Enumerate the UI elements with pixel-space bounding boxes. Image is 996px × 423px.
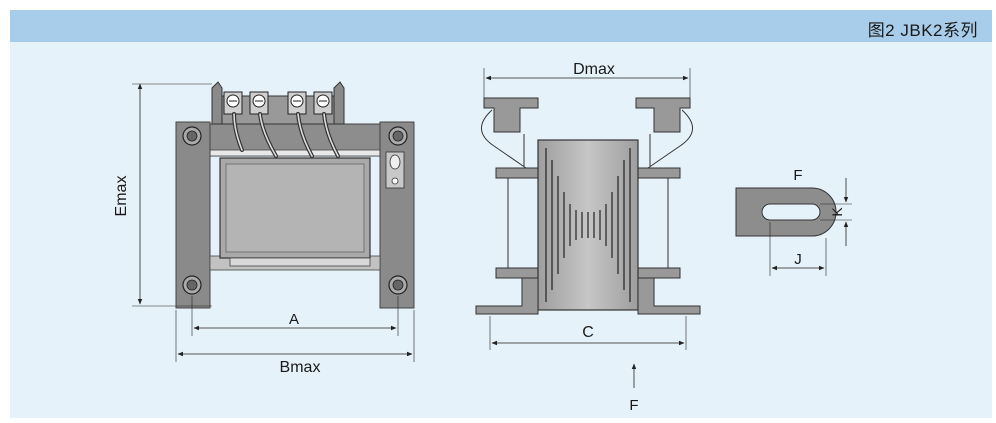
a-label: A [289,311,299,328]
dmax-label: Dmax [573,61,615,78]
side-view: Dmax [475,61,701,414]
emax-label: Emax [113,176,130,217]
terminal-block [211,81,345,158]
slot-detail: F K J [735,167,852,276]
front-view: Emax A Bmax [113,81,415,376]
c-label: C [582,324,594,341]
k-label: K [829,207,845,217]
coil-winding [545,148,631,302]
mounting-screw-icon [182,126,408,295]
j-label: J [794,251,802,268]
figure-title: 图2 JBK2系列 [867,21,978,40]
f-view-label: F [629,397,638,414]
bmax-label: Bmax [280,359,321,376]
f-slot-label: F [793,167,802,184]
header-bar: 图2 JBK2系列 [10,10,992,42]
